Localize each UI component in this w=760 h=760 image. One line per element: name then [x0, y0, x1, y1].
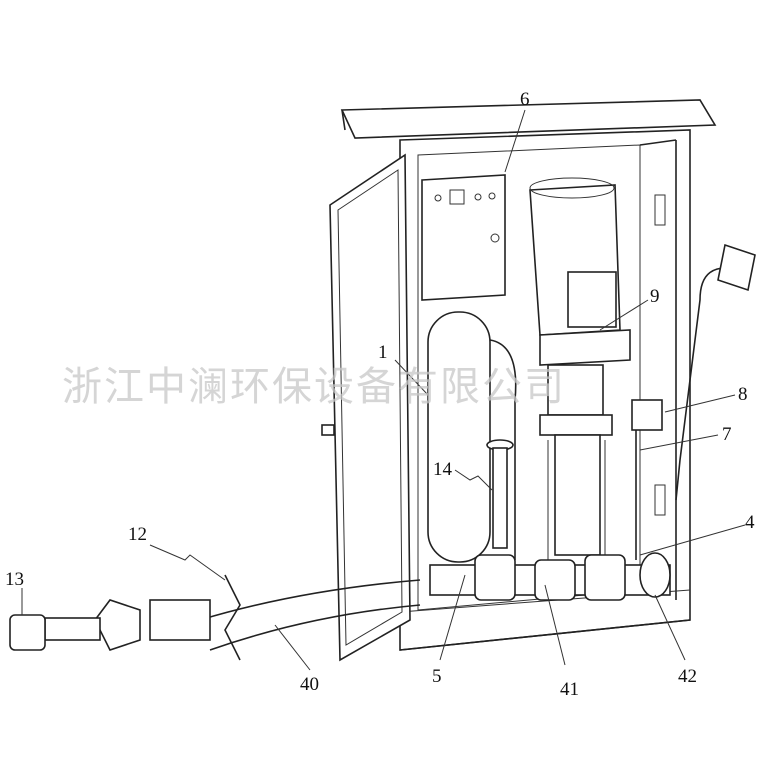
label-1: 1 [378, 342, 388, 363]
power-cable [675, 243, 756, 501]
label-40: 40 [300, 674, 319, 695]
label-9: 9 [650, 286, 660, 307]
bottom-pipework [429, 552, 671, 601]
pressure-tank [427, 311, 517, 563]
label-12: 12 [128, 524, 147, 545]
leader-lines [21, 109, 746, 671]
control-box [421, 174, 506, 301]
label-6: 6 [520, 89, 530, 110]
label-4: 4 [745, 512, 755, 533]
label-14: 14 [433, 459, 453, 480]
suction-hose [9, 574, 421, 661]
cabinet-roof [340, 99, 717, 139]
watermark: 浙江中澜环保设备有限公司 [62, 364, 566, 410]
bypass-pipe [486, 439, 514, 549]
pump-motor [529, 177, 631, 366]
label-7: 7 [722, 424, 732, 445]
label-5: 5 [432, 666, 442, 687]
label-13: 13 [5, 569, 24, 590]
pump-column [539, 364, 613, 560]
pressure-sensor [631, 399, 663, 560]
cabinet-door [321, 153, 411, 662]
label-41: 41 [560, 679, 579, 700]
label-42: 42 [678, 666, 697, 687]
label-8: 8 [738, 384, 748, 405]
